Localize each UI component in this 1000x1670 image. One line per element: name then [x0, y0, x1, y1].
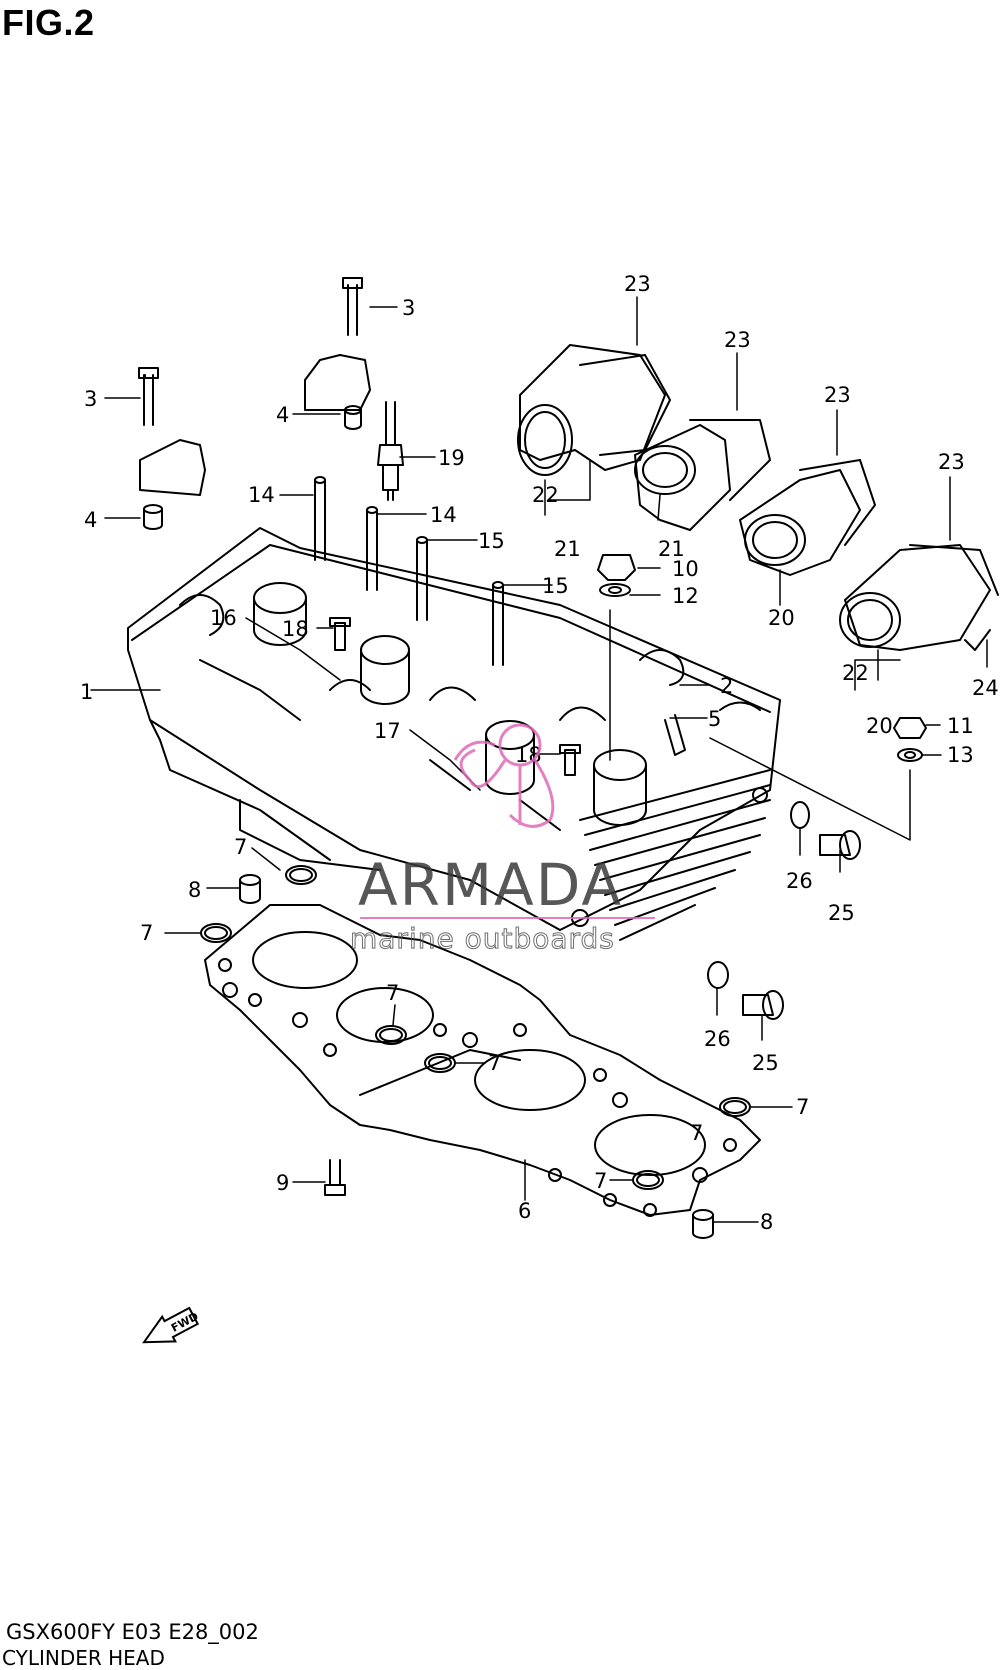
callout-25: 25: [828, 901, 855, 925]
callout-22: 22: [532, 483, 559, 507]
callout-10: 10: [672, 557, 699, 581]
callout-25: 25: [752, 1051, 779, 1075]
head-gasket: [204, 904, 761, 1217]
callout-7: 7: [690, 1121, 703, 1145]
callout-23: 23: [824, 383, 851, 407]
callout-4: 4: [84, 508, 97, 532]
callout-3: 3: [402, 296, 415, 320]
leader-lines: [90, 296, 988, 1223]
gasket-bolt: [324, 1159, 346, 1196]
head-studs: [314, 476, 504, 666]
figure-name: CYLINDER HEAD: [2, 1646, 165, 1670]
callout-16: 16: [210, 606, 237, 630]
callout-6: 6: [518, 1199, 531, 1223]
callout-26: 26: [704, 1027, 731, 1051]
callout-21: 21: [554, 537, 581, 561]
callout-20: 20: [866, 714, 893, 738]
callout-20: 20: [768, 606, 795, 630]
callout-24: 24: [972, 676, 999, 700]
callout-7: 7: [234, 835, 247, 859]
callout-23: 23: [724, 328, 751, 352]
bolts-18: [329, 617, 581, 776]
callout-21: 21: [658, 537, 685, 561]
callout-17: 17: [374, 719, 401, 743]
callout-7: 7: [488, 1051, 501, 1075]
callout-22: 22: [842, 661, 869, 685]
callout-15: 15: [478, 529, 505, 553]
watermark: ARMADA marine outboards: [350, 723, 655, 956]
callout-7: 7: [594, 1169, 607, 1193]
spark-plug: [377, 401, 404, 501]
callout-26: 26: [786, 869, 813, 893]
callout-4: 4: [276, 403, 289, 427]
watermark-logo-icon: [453, 723, 555, 828]
callout-23: 23: [624, 272, 651, 296]
callout-2: 2: [720, 674, 733, 698]
callout-18: 18: [282, 617, 309, 641]
callout-8: 8: [188, 878, 201, 902]
callout-14: 14: [248, 483, 275, 507]
watermark-brand: ARMADA: [358, 851, 623, 919]
dowel-pins: [143, 405, 714, 1239]
callout-23: 23: [938, 450, 965, 474]
figure-title: FIG.2: [2, 2, 95, 43]
callout-7: 7: [140, 921, 153, 945]
watermark-tagline: marine outboards: [350, 922, 615, 955]
callout-1: 1: [80, 680, 93, 704]
intake-pipes: [517, 344, 999, 651]
fwd-arrow-icon: FWD: [142, 1306, 201, 1344]
cam-holders: [139, 354, 371, 496]
callout-7: 7: [386, 981, 399, 1005]
callout-8: 8: [760, 1210, 773, 1234]
cylinder-head: [127, 527, 781, 941]
callout-3: 3: [84, 387, 97, 411]
callout-11: 11: [947, 714, 974, 738]
callout-5: 5: [708, 707, 721, 731]
callout-15: 15: [542, 574, 569, 598]
callout-7: 7: [796, 1095, 809, 1119]
callout-12: 12: [672, 584, 699, 608]
callout-13: 13: [947, 743, 974, 767]
figure-code: GSX600FY E03 E28_002: [6, 1620, 259, 1644]
callout-14: 14: [430, 503, 457, 527]
bolts-3: [138, 277, 363, 426]
callout-9: 9: [276, 1171, 289, 1195]
callout-19: 19: [438, 446, 465, 470]
